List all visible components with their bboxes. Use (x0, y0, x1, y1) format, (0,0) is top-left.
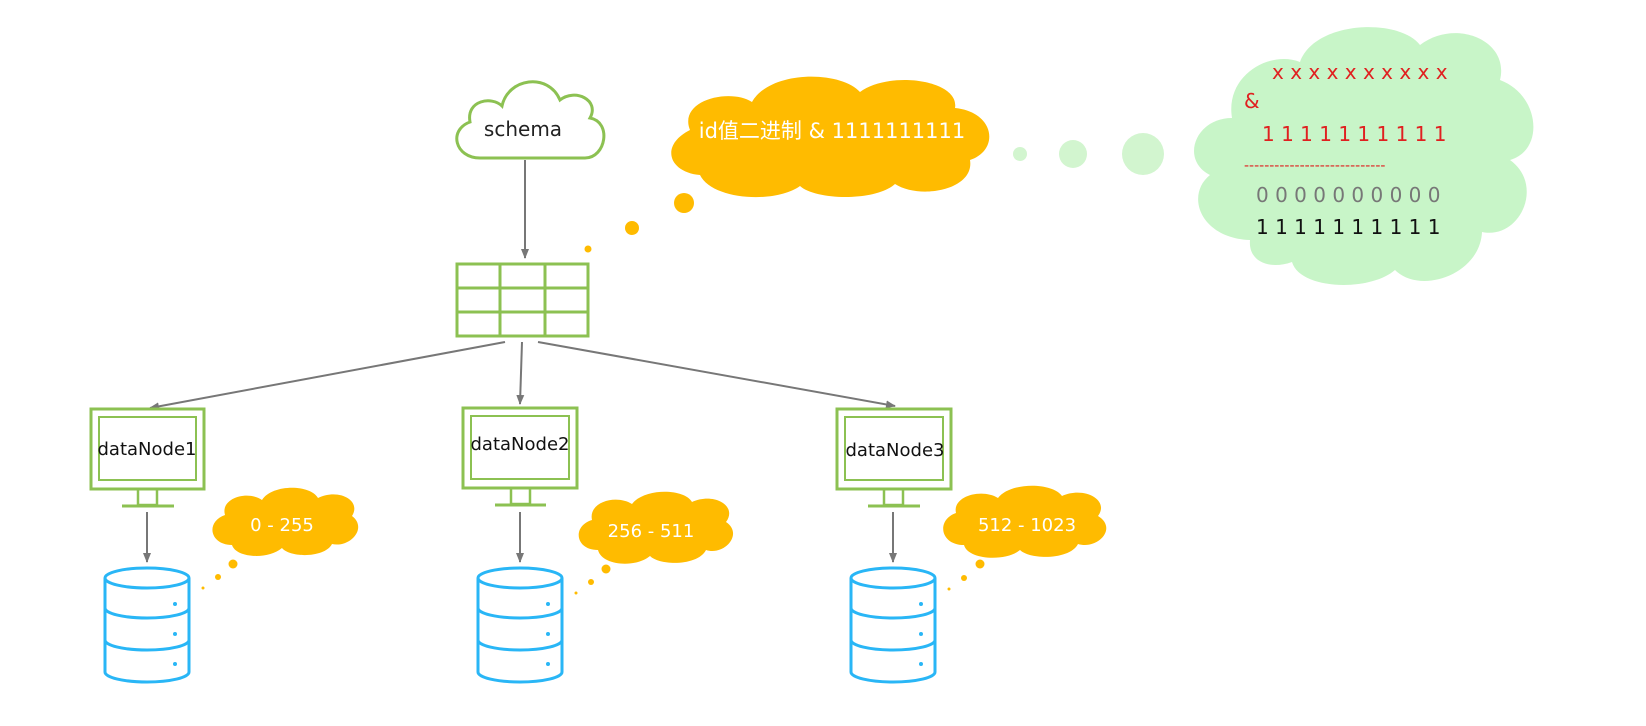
range-bubble-2: 256 - 511 (574, 491, 734, 595)
monitor-icon (835, 407, 953, 491)
arrow-table-to-node1 (149, 341, 506, 411)
database-icon (103, 566, 191, 684)
node-label: dataNode3 (846, 440, 945, 461)
routing-dot-small (584, 245, 592, 253)
mint-cloud (1194, 27, 1534, 285)
calc-bubble: x x x x x x x x x x & 1 1 1 1 1 1 1 1 1 … (1013, 27, 1534, 285)
monitor-icon (89, 407, 206, 491)
cloud-icon (455, 80, 606, 160)
orange-cloud (578, 491, 734, 564)
calc-dot-large (1122, 133, 1164, 175)
range-dot-tiny (947, 587, 951, 591)
range-dot-medium (975, 559, 985, 569)
range-bubble-1: 0 - 255 (201, 487, 359, 590)
node-label: dataNode2 (471, 434, 570, 455)
routing-dot-medium (625, 221, 639, 235)
monitor-icon (461, 406, 579, 490)
monitor-screen (470, 415, 570, 480)
monitor-screen (844, 416, 944, 481)
range-dot-medium (601, 564, 611, 574)
schema-label: schema (484, 117, 562, 141)
range-label: 0 - 255 (250, 515, 314, 536)
orange-cloud (671, 76, 990, 198)
calc-dot-medium (1059, 140, 1087, 168)
monitor-stand (136, 487, 159, 507)
routing-bubble-text: id值二进制 & 1111111111 (699, 119, 966, 143)
calc-line-mask: 1 1 1 1 1 1 1 1 1 1 (1262, 122, 1446, 146)
database-icon (476, 566, 564, 684)
calc-line-and: & (1244, 89, 1260, 113)
data-node-2: dataNode2 (461, 406, 579, 507)
database-icon (849, 566, 937, 684)
range-dot-small (961, 575, 967, 581)
range-label: 512 - 1023 (978, 515, 1076, 536)
data-node-1: dataNode1 (89, 407, 206, 508)
arrow-table-to-node3 (537, 341, 896, 409)
arrow-table-to-node2 (516, 341, 525, 405)
calc-separator: ---------------------------- (1244, 158, 1385, 174)
range-dot-small (588, 579, 594, 585)
monitor-stand (882, 487, 905, 507)
calc-line-max: 1 1 1 1 1 1 1 1 1 1 (1256, 215, 1440, 239)
connectors (143, 160, 897, 563)
calc-dot-small (1013, 147, 1027, 161)
data-node-3: dataNode3 (835, 407, 953, 508)
range-dot-tiny (574, 591, 578, 595)
orange-cloud (943, 485, 1107, 558)
orange-cloud (212, 487, 359, 556)
routing-dot-large (674, 193, 694, 213)
node-label: dataNode1 (98, 439, 197, 460)
range-dot-tiny (201, 586, 205, 590)
range-dot-small (215, 574, 221, 580)
schema-node: schema (455, 80, 606, 160)
monitor-stand (509, 486, 532, 506)
range-label: 256 - 511 (608, 521, 695, 542)
calc-line-min: 0 0 0 0 0 0 0 0 0 0 (1256, 183, 1440, 207)
calc-line-x: x x x x x x x x x x (1272, 60, 1448, 84)
routing-bubble: id值二进制 & 1111111111 (584, 76, 990, 253)
range-bubble-3: 512 - 1023 (943, 485, 1107, 591)
monitor-screen (98, 416, 197, 481)
table-grid-icon (455, 262, 590, 338)
range-dot-medium (228, 559, 238, 569)
